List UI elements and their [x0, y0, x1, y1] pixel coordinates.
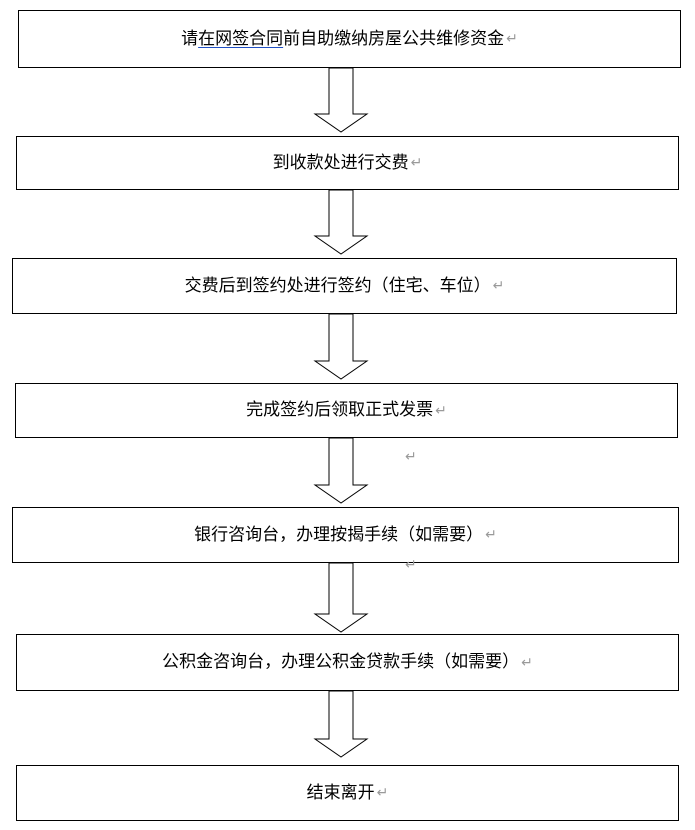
step-7-text: 结束离开: [306, 782, 375, 803]
step-2-box: 到收款处进行交费↵: [16, 136, 679, 190]
paragraph-mark-icon: ↵: [435, 402, 447, 419]
step-4-text: 完成签约后领取正式发票: [246, 400, 434, 420]
step-1-underlined-text: 在网签合同: [198, 28, 284, 49]
down-arrow-3: [313, 313, 369, 380]
paragraph-mark-icon: ↵: [485, 527, 497, 543]
paragraph-mark-icon: ↵: [405, 449, 417, 465]
step-5-text: 银行咨询台，办理按揭手续（如需要）: [194, 524, 484, 545]
step-4-box: 完成签约后领取正式发票↵: [15, 383, 678, 438]
step-1-box: 请在网签合同前自助缴纳房屋公共维修资金↵: [18, 10, 681, 68]
down-arrow-5: [313, 562, 369, 633]
paragraph-mark-icon: ↵: [521, 654, 533, 671]
down-arrow-1: [313, 67, 369, 133]
step-6-box: 公积金咨询台，办理公积金贷款手续（如需要）↵: [16, 634, 679, 691]
step-1-text: 请在网签合同前自助缴纳房屋公共维修资金: [181, 28, 505, 49]
step-6-text: 公积金咨询台，办理公积金贷款手续（如需要）: [162, 652, 520, 672]
paragraph-mark-icon: ↵: [506, 31, 518, 47]
down-arrow-6: [313, 690, 369, 758]
paragraph-mark-icon: ↵: [410, 155, 423, 171]
paragraph-mark-icon: ↵: [405, 557, 417, 573]
step-3-text: 交费后到签约处进行签约（住宅、车位）: [184, 275, 491, 296]
step-5-box: 银行咨询台，办理按揭手续（如需要）↵: [12, 507, 679, 563]
down-arrow-2: [313, 189, 369, 255]
step-2-text: 到收款处进行交费: [272, 152, 409, 173]
paragraph-mark-icon: ↵: [376, 785, 389, 801]
paragraph-mark-icon: ↵: [492, 278, 505, 294]
step-7-box: 结束离开↵: [16, 765, 679, 821]
step-3-box: 交费后到签约处进行签约（住宅、车位）↵: [12, 258, 677, 314]
down-arrow-4: [313, 437, 369, 504]
